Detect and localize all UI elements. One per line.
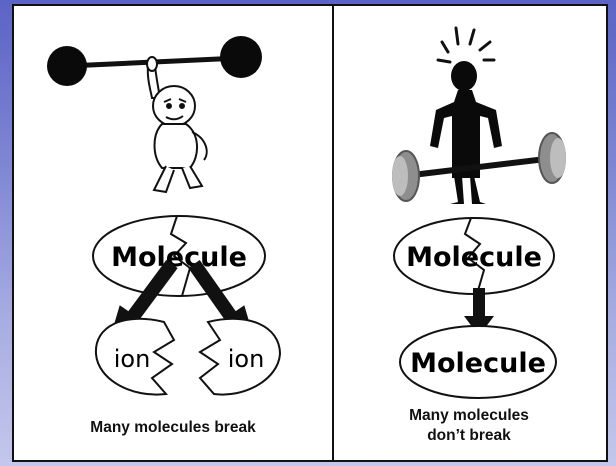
right-caption: Many molecules don’t break — [334, 406, 604, 446]
molecule-node: Molecule — [93, 216, 265, 296]
left-panel-illustration: Molecule ion ion — [14, 6, 332, 460]
ion-fragment-right: ion — [200, 319, 280, 395]
weightlifter-silhouette — [430, 61, 502, 204]
left-caption: Many molecules break — [14, 418, 332, 438]
ion-left-label: ion — [114, 345, 151, 373]
molecule-node-top: Molecule — [394, 218, 554, 294]
strain-lines-icon — [438, 28, 494, 62]
molecule-top-label: Molecule — [406, 242, 542, 273]
ion-right-label: ion — [228, 345, 265, 373]
right-caption-line2: don’t break — [334, 426, 604, 446]
molecule-label: Molecule — [111, 242, 247, 273]
right-caption-line1: Many molecules — [334, 406, 604, 426]
molecule-node-bottom: Molecule — [400, 326, 556, 398]
panel-weak-electrolyte: Molecule Molecule Many molecules don’t b… — [334, 4, 608, 462]
ion-fragment-left: ion — [96, 319, 174, 395]
strongman-cartoon — [147, 57, 207, 192]
molecule-bottom-label: Molecule — [410, 348, 546, 379]
panel-strong-electrolyte: Molecule ion ion Many molecules break — [12, 4, 334, 462]
right-panel-illustration: Molecule Molecule — [334, 6, 604, 460]
